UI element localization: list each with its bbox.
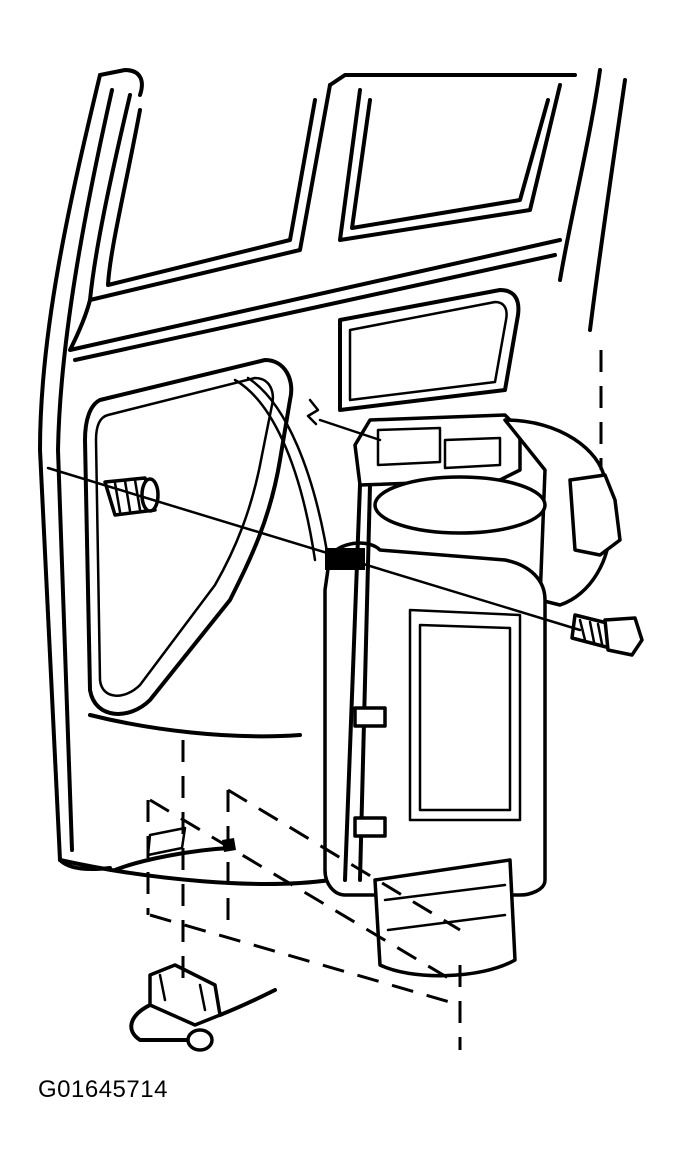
window-frame — [68, 73, 577, 362]
wiring-connector — [129, 963, 277, 1052]
exploded-diagram — [38, 68, 644, 1052]
push-pin-fastener — [103, 476, 160, 517]
bolt-fastener — [570, 613, 644, 657]
assembly-leader-lines — [46, 350, 603, 1050]
inner-panel-openings — [83, 288, 521, 739]
regulator-module — [323, 413, 622, 978]
door-panel-outline — [38, 68, 627, 886]
wiring-harness — [113, 826, 236, 872]
figure-id-label: G01645714 — [38, 1076, 168, 1103]
